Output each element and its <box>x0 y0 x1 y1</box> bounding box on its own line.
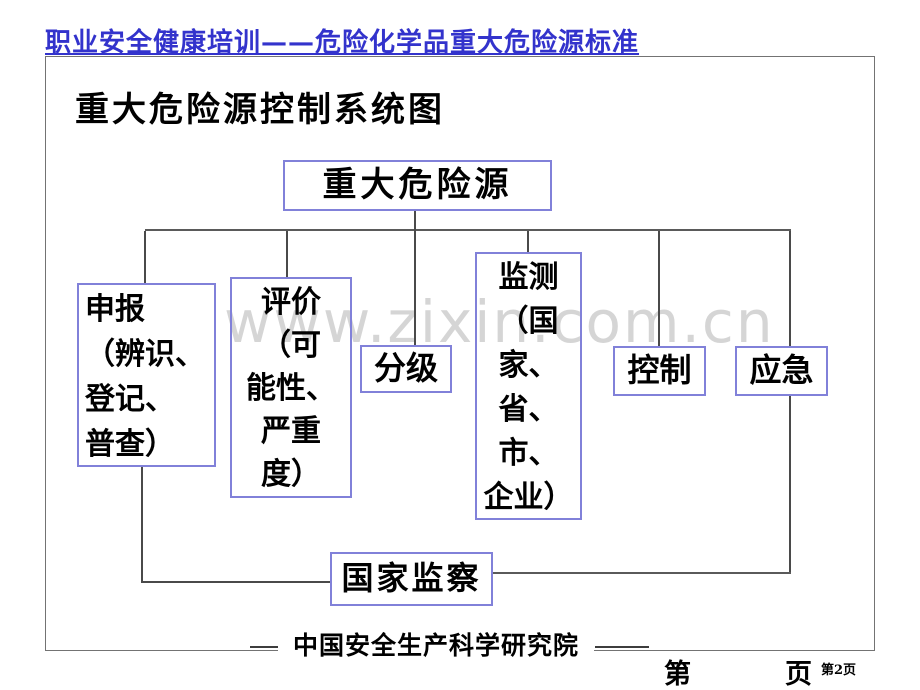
node-line: 监测 <box>498 260 559 295</box>
connector-horizontal-main <box>145 229 791 231</box>
node-label: 分级 <box>373 349 438 387</box>
node-line: 度） <box>261 457 321 492</box>
node-line: 评价 <box>261 285 321 320</box>
node-line: 市、 <box>498 436 559 471</box>
watermark-text: www.zixin.com.cn <box>224 288 775 356</box>
connector-to-report <box>144 231 146 283</box>
node-label: 应急 <box>749 351 814 389</box>
node-line: 家、 <box>498 348 559 383</box>
connector-report-down <box>141 467 143 583</box>
node-line: （可 <box>261 328 321 363</box>
node-evaluate: 评价 （可 能性、 严重 度） <box>230 277 352 498</box>
node-major-hazard-source: 重大危险源 <box>283 160 552 211</box>
connector-to-emergency <box>789 231 791 346</box>
node-emergency: 应急 <box>735 346 828 396</box>
node-report: 申报 （辨识、 登记、 普查） <box>77 283 216 467</box>
node-monitoring: 监测 （国 家、 省、 市、 企业） <box>475 252 582 520</box>
node-line: 企业） <box>483 480 574 515</box>
node-line: 严重 <box>261 414 321 449</box>
footer-right-rule <box>595 646 649 648</box>
node-line: 能性、 <box>246 371 336 406</box>
connector-emergency-down <box>789 396 791 573</box>
node-line: 普查） <box>85 427 175 462</box>
node-line: 省、 <box>498 392 559 427</box>
connector-to-control <box>658 231 660 346</box>
node-line: （辨识、 <box>85 337 205 372</box>
node-line: 登记、 <box>85 382 175 417</box>
connector-to-monitor <box>527 231 529 252</box>
page-number: 第2页 <box>821 663 857 678</box>
presentation-header: 职业安全健康培训——危险化学品重大危险源标准 <box>45 28 640 58</box>
page-label-right: 页 <box>785 659 812 690</box>
connector-horizontal-right <box>493 572 791 574</box>
footer-left-rule <box>250 646 278 648</box>
node-control: 控制 <box>613 346 706 396</box>
connector-horizontal-left <box>141 581 330 583</box>
node-state-supervision: 国家监察 <box>330 552 493 606</box>
node-label: 重大危险源 <box>322 165 513 205</box>
node-label: 控制 <box>627 351 692 389</box>
connector-hazard-to-grade <box>414 211 416 345</box>
node-label: 国家监察 <box>341 559 482 597</box>
connector-to-evaluate <box>286 231 288 277</box>
node-line: （国 <box>498 304 559 339</box>
footer-organization: 中国安全生产科学研究院 <box>278 629 594 663</box>
node-line: 申报 <box>85 292 145 327</box>
node-grading: 分级 <box>360 345 452 393</box>
page-label-left: 第 <box>664 659 691 690</box>
slide-title: 重大危险源控制系统图 <box>75 90 445 130</box>
